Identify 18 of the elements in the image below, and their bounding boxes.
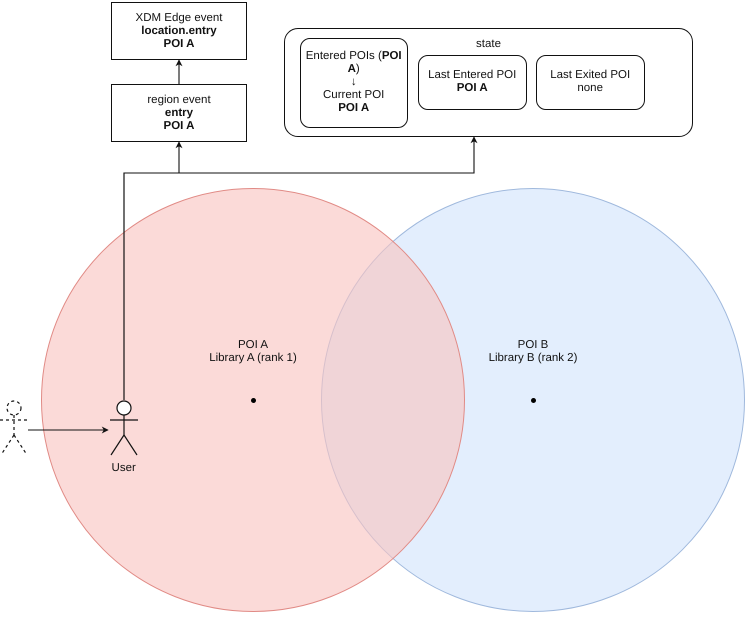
actor-label: User — [112, 462, 136, 475]
state-container — [284, 28, 693, 137]
event-box — [111, 2, 247, 60]
node-text: region event entry POI A — [147, 94, 211, 132]
state-box — [418, 54, 527, 110]
node-text: POI A Library A (rank 1) — [209, 339, 297, 365]
node-text: Last Exited POI none — [550, 69, 630, 96]
node-text: state — [476, 38, 501, 51]
state-box — [300, 38, 408, 128]
state-box — [536, 54, 645, 110]
arrow — [176, 59, 182, 84]
node-text: XDM Edge event location.entry POI A — [136, 12, 222, 50]
node-text: Entered POIs (POI A) ↓ Current POI POI A — [304, 50, 403, 116]
event-box — [111, 84, 247, 142]
node-text: Last Entered POI POI A — [428, 69, 516, 96]
arrow — [28, 426, 109, 434]
arrow — [123, 136, 478, 400]
node-text: POI B Library B (rank 2) — [488, 339, 578, 365]
